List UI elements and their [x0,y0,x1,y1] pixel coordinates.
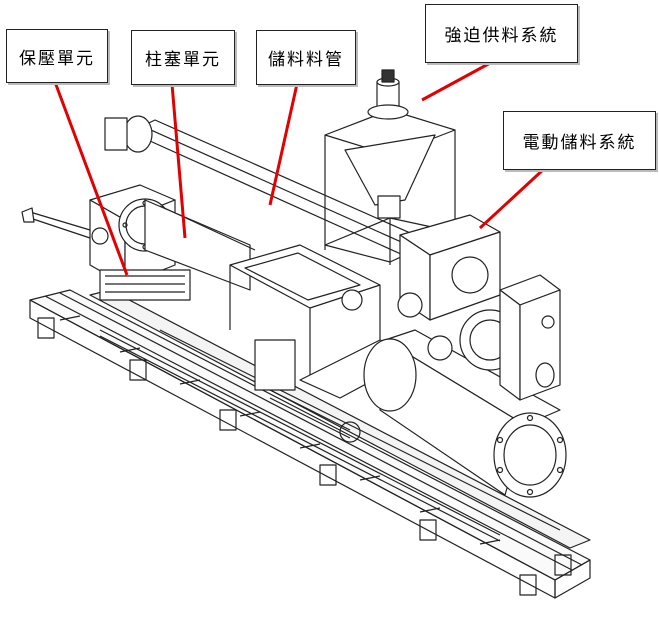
pointer-lines [53,60,547,276]
pointer-plunger-unit [170,83,187,239]
forced-feed-hopper [324,69,456,265]
electric-storage-unit [341,214,561,401]
label-plunger-unit: 柱塞單元 [131,30,235,85]
label-forced-feed-system: 強迫供料系統 [425,4,578,63]
label-plunger-unit-text: 柱塞單元 [145,50,221,70]
pointer-electric-storage [478,166,547,230]
label-storage-tube: 儲料料管 [256,30,356,85]
lower-cylinder [363,329,567,498]
label-storage-tube-text: 儲料料管 [268,50,344,70]
pointer-holding-unit [53,81,129,276]
base-frame [29,289,591,599]
plunger-unit [118,198,256,291]
storage-tube [104,115,461,269]
label-forced-feed-system-text: 強迫供料系統 [444,26,559,46]
label-electric-storage-system-text: 電動儲料系統 [522,133,637,153]
label-electric-storage-system: 電動儲料系統 [503,111,656,170]
label-holding-unit: 保壓單元 [6,29,108,83]
pointer-forced-feed [421,60,493,102]
pointer-storage-tube [268,83,299,206]
label-holding-unit-text: 保壓單元 [19,48,95,69]
